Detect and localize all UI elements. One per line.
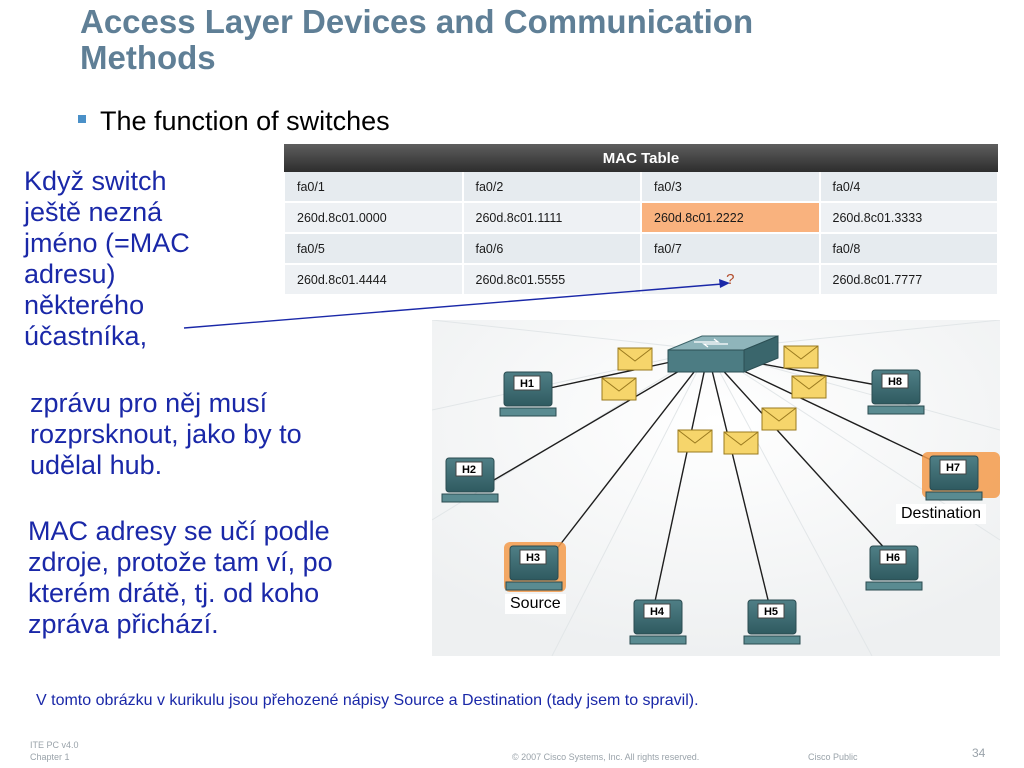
mac-table-cell: 260d.8c01.7777 — [818, 264, 999, 296]
switch-icon — [667, 335, 779, 373]
page-number: 34 — [972, 746, 986, 760]
cable-h5 — [707, 353, 771, 609]
annotation-line: MAC adresy se učí podle — [28, 516, 330, 546]
mac-table-cell: fa0/7 — [640, 233, 821, 265]
annotation-line: jméno (=MAC — [24, 228, 190, 258]
cables — [493, 353, 949, 609]
annotation-block-b: zprávu pro něj musí rozprsknout, jako by… — [30, 388, 302, 481]
mac-table-cell: fa0/4 — [818, 172, 999, 203]
source-label: Source — [505, 594, 566, 614]
footer-classification: Cisco Public — [808, 752, 858, 762]
mac-table-cell: fa0/8 — [818, 233, 999, 265]
host-label: H4 — [650, 606, 665, 618]
envelope-icon — [601, 377, 637, 401]
mac-table-cell: 260d.8c01.5555 — [461, 264, 642, 296]
host-label: H2 — [462, 464, 476, 476]
annotation-line: udělal hub. — [30, 450, 163, 480]
title-line-1: Access Layer Devices and Communication — [80, 3, 754, 40]
envelope-icon — [677, 429, 713, 453]
host-h2: H2 — [441, 457, 499, 503]
annotation-line: ještě nezná — [24, 197, 163, 227]
host-h7: H7 — [922, 452, 1000, 501]
host-h3: H3 — [504, 542, 566, 592]
envelope-icon — [783, 345, 819, 369]
annotation-block-a: Když switch ještě nezná jméno (=MAC adre… — [24, 166, 190, 352]
annotation-line: Když switch — [24, 166, 167, 196]
host-h8: H8 — [867, 369, 925, 415]
cable-h6 — [707, 353, 889, 553]
caption: V tomto obrázku v kurikulu jsou přehozen… — [36, 692, 699, 709]
annotation-line: zpráva přichází. — [28, 609, 219, 639]
host-h4: H4 — [629, 599, 687, 645]
mac-table-cell: 260d.8c01.3333 — [818, 202, 999, 234]
destination-label: Destination — [896, 504, 987, 524]
mac-table-title: MAC Table — [284, 144, 998, 172]
bullet-text: The function of switches — [100, 106, 390, 136]
annotation-line: kterém drátě, tj. od koho — [28, 578, 320, 608]
host-label: H3 — [526, 552, 540, 564]
cable-h2 — [493, 353, 709, 481]
host-h6: H6 — [865, 545, 923, 591]
mac-table-row: 260d.8c01.0000 260d.8c01.1111 260d.8c01.… — [283, 202, 999, 234]
mac-table-cell: fa0/3 — [640, 172, 821, 203]
annotation-line: zprávu pro něj musí — [30, 388, 268, 418]
envelopes — [601, 345, 827, 455]
title-line-2: Methods — [80, 39, 216, 76]
annotation-line: účastníka, — [24, 321, 148, 351]
annotation-line: rozprsknout, jako by to — [30, 419, 302, 449]
host-label: H7 — [946, 462, 960, 474]
annotation-line: zdroje, protože tam ví, po — [28, 547, 333, 577]
mac-table-cell: 260d.8c01.4444 — [283, 264, 464, 296]
envelope-icon — [791, 375, 827, 399]
annotation-line: některého — [24, 290, 145, 320]
cable-h7 — [707, 353, 949, 469]
mac-table-row: fa0/1 fa0/2 fa0/3 fa0/4 — [283, 172, 999, 203]
mac-table-row: 260d.8c01.4444 260d.8c01.5555 ? 260d.8c0… — [283, 264, 999, 296]
footer-copyright: © 2007 Cisco Systems, Inc. All rights re… — [512, 752, 700, 762]
mac-table-cell: 260d.8c01.0000 — [283, 202, 464, 234]
host-label: H8 — [888, 376, 902, 388]
annotation-line: adresu) — [24, 259, 116, 289]
envelope-icon — [761, 407, 797, 431]
host-h1: H1 — [499, 371, 557, 417]
mac-table-row: fa0/5 fa0/6 fa0/7 fa0/8 — [283, 233, 999, 265]
mac-table-cell: fa0/5 — [283, 233, 464, 265]
mac-table: MAC Table fa0/1 fa0/2 fa0/3 fa0/4 260d.8… — [283, 144, 999, 296]
envelope-icon — [723, 431, 759, 455]
host-label: H5 — [764, 606, 778, 618]
mac-table-cell: fa0/2 — [461, 172, 642, 203]
mac-table-cell-unknown: ? — [640, 264, 821, 296]
cable-h3 — [541, 353, 709, 569]
host-label: H6 — [886, 552, 900, 564]
annotation-block-c: MAC adresy se učí podle zdroje, protože … — [28, 516, 333, 640]
mac-table-cell: 260d.8c01.1111 — [461, 202, 642, 234]
mac-table-cell: fa0/1 — [283, 172, 464, 203]
envelope-icon — [617, 347, 653, 371]
host-h5: H5 — [743, 599, 801, 645]
host-label: H1 — [520, 378, 534, 390]
bullet-item: The function of switches — [78, 106, 390, 137]
mac-table-cell-highlighted: 260d.8c01.2222 — [640, 202, 821, 234]
mac-table-cell: fa0/6 — [461, 233, 642, 265]
bullet-square-icon — [78, 114, 86, 123]
footer-chapter: Chapter 1 — [30, 752, 70, 762]
footer-course: ITE PC v4.0 — [30, 740, 79, 750]
cable-h4 — [653, 353, 709, 607]
slide-title: Access Layer Devices and Communication M… — [80, 4, 1000, 76]
